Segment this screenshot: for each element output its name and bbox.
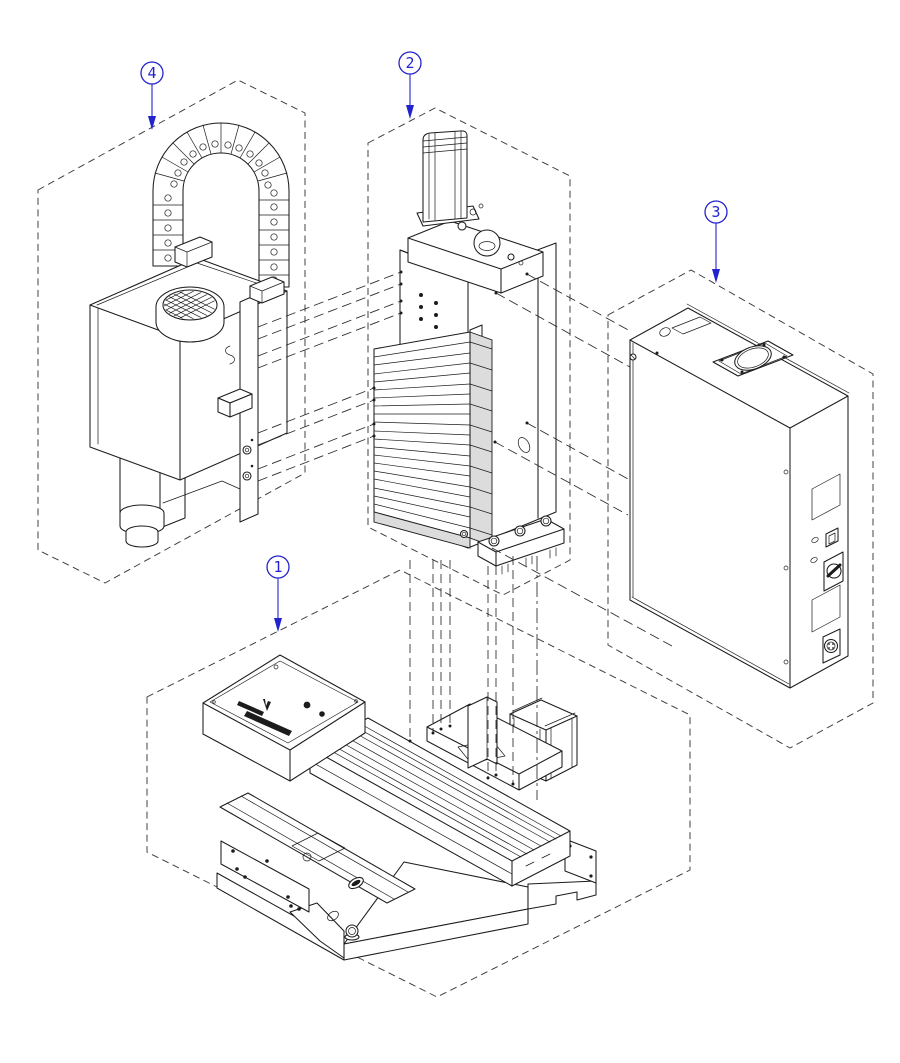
group-boundary-1 (146, 569, 691, 998)
y-motor-cover (202, 654, 366, 782)
rotary-power-switch-icon (823, 551, 844, 592)
y-axis-lock-handle (348, 876, 364, 890)
cable-carrier-chain (152, 122, 290, 288)
spindle-head-enclosure (89, 257, 288, 504)
balloon-1: 1 (266, 555, 290, 632)
y-axis-front-plate (220, 840, 310, 913)
chain-bracket-right (249, 276, 285, 304)
chain-bracket-left (174, 236, 213, 268)
balloon-3-label: 3 (711, 203, 720, 221)
motor-fan-grille-icon (164, 291, 216, 319)
balloon-2: 2 (398, 51, 422, 119)
x-axis-t-slot-table (309, 717, 571, 887)
z-drive-head-block (407, 215, 544, 294)
column-mounting-block (426, 696, 563, 791)
cooling-fan-grille-icon (712, 340, 794, 377)
group-boundary-3 (607, 269, 874, 749)
column-foot-plate (459, 515, 565, 575)
base-foot-bolt (344, 924, 360, 941)
z-axis-bellows (373, 331, 493, 549)
spindle-motor (155, 286, 225, 343)
foot-bolt (488, 515, 552, 547)
limit-switch-connector (217, 388, 253, 418)
usb-port-icon (825, 527, 839, 548)
y-axis-slide (219, 792, 416, 904)
round-cable-connector-icon (822, 628, 841, 664)
controller-box (629, 303, 850, 689)
controller-side-panel (810, 473, 844, 664)
chain-link-pins (164, 140, 278, 284)
balloon-4: 4 (140, 61, 164, 130)
z-axis-column-assembly (373, 130, 565, 575)
controller-top-panel (629, 316, 794, 377)
group-boundary-2 (367, 107, 571, 596)
balloon-3: 3 (704, 200, 728, 283)
brand-logo (237, 699, 292, 736)
balloon-4-label: 4 (147, 64, 156, 82)
z-axis-stepper-motor (416, 130, 484, 227)
xy-table-base-assembly (202, 654, 597, 961)
balloon-1-label: 1 (273, 558, 282, 576)
assembly-alignment-lines (257, 270, 673, 800)
head-mounting-plate (217, 293, 259, 523)
balloon-2-label: 2 (405, 54, 414, 72)
spindle-head-with-cable-carrier (89, 122, 290, 548)
